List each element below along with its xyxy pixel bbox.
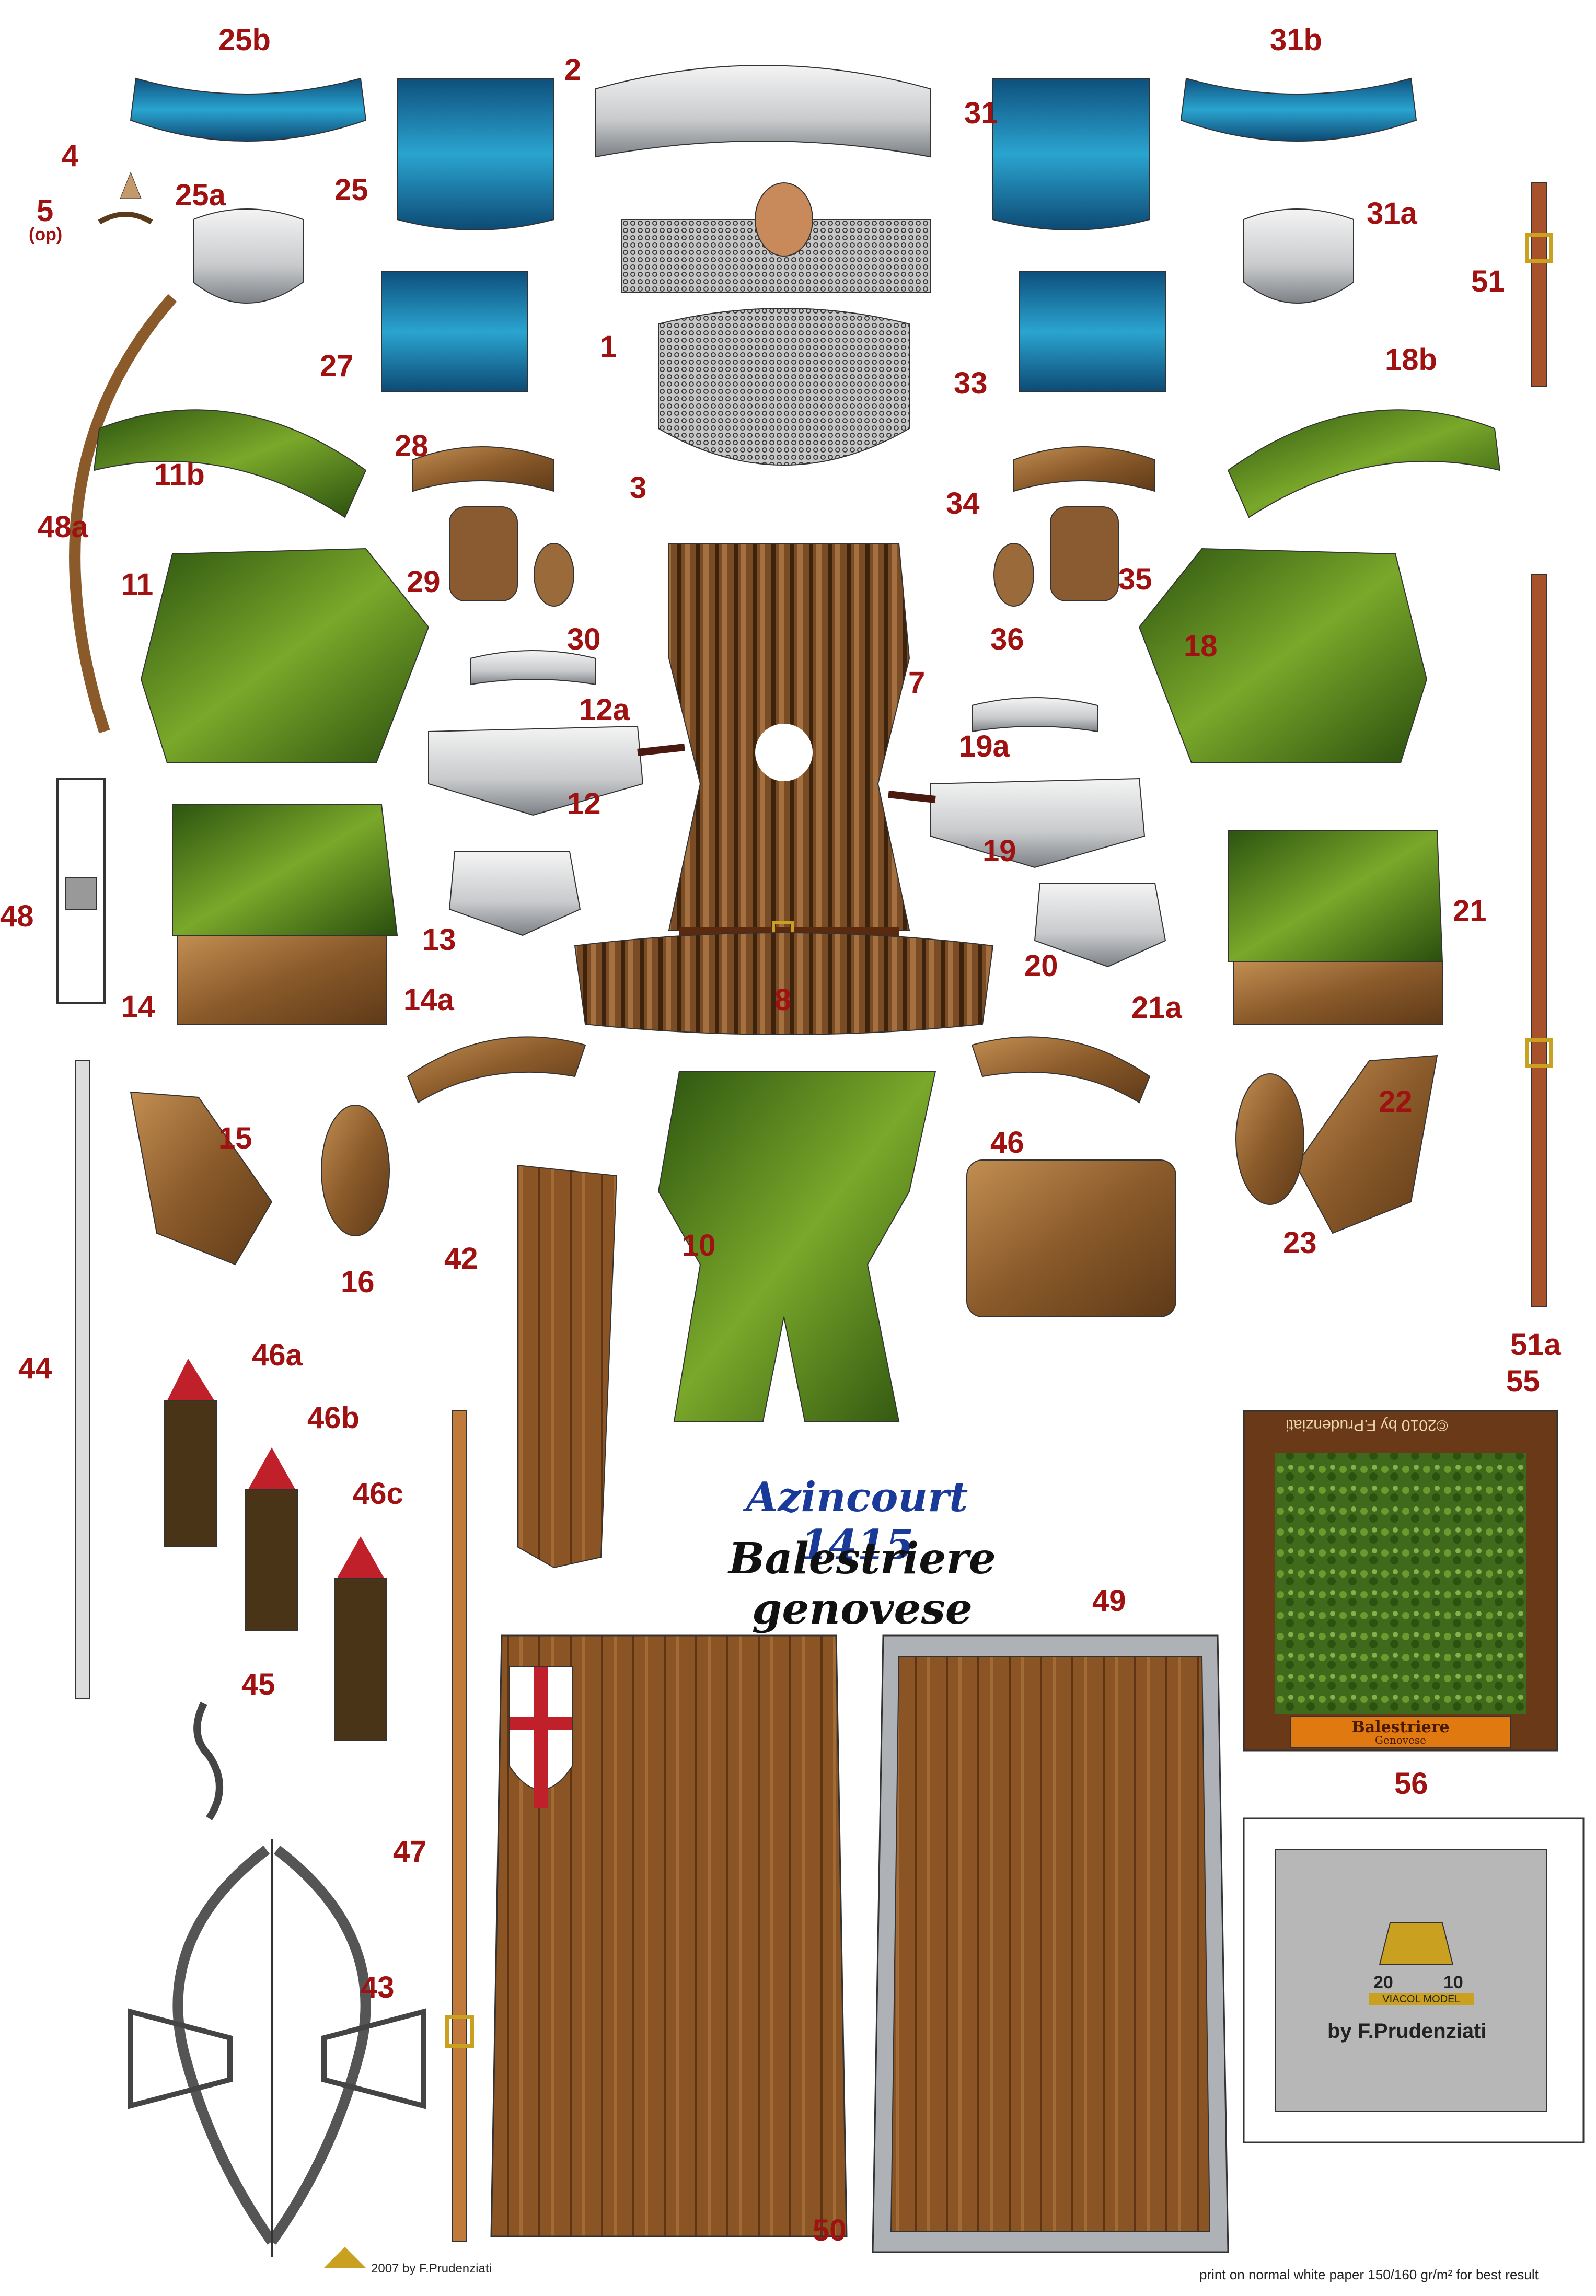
- part-label-31: 31: [964, 96, 998, 130]
- part-label-1: 1: [600, 330, 617, 364]
- part-label-30: 30: [567, 622, 601, 656]
- part-label-43: 43: [361, 1970, 395, 2004]
- part-label-20: 20: [1024, 949, 1058, 983]
- part-label-42: 42: [444, 1242, 478, 1275]
- part-label-23: 23: [1283, 1226, 1317, 1260]
- part-label-29: 29: [407, 565, 441, 599]
- part-label-19a: 19a: [959, 729, 1010, 763]
- part-label-14a: 14a: [403, 983, 454, 1017]
- part-label-34: 34: [946, 486, 980, 520]
- part-label-33: 33: [954, 366, 988, 400]
- part-label-21: 21: [1453, 894, 1487, 928]
- part-label-48: 48: [0, 899, 34, 933]
- part-label-46b: 46b: [307, 1401, 360, 1435]
- logo-year-right: 10: [1443, 1973, 1463, 1992]
- part-label-31a: 31a: [1367, 196, 1417, 230]
- part-label-11b: 11b: [154, 458, 205, 492]
- part-label-5: 5: [37, 194, 54, 228]
- part-label-55: 55: [1506, 1364, 1540, 1398]
- part-label-51: 51: [1471, 264, 1505, 298]
- part-label-2: 2: [564, 53, 582, 87]
- part-label-49: 49: [1092, 1584, 1126, 1618]
- part-label-18: 18: [1184, 629, 1218, 663]
- part-label-10: 10: [682, 1228, 716, 1262]
- part-label-51a: 51a: [1510, 1328, 1561, 1362]
- part-label-4: 4: [62, 139, 79, 173]
- part-label-8: 8: [774, 983, 792, 1017]
- part-label-15: 15: [218, 1121, 252, 1155]
- part-label-48a: 48a: [38, 510, 88, 544]
- part-label-21a: 21a: [1131, 991, 1182, 1025]
- sheet-title: Azincourt 1415: [746, 1474, 968, 1569]
- part-label-14: 14: [121, 990, 155, 1024]
- part-label-56: 56: [1394, 1767, 1428, 1801]
- part-label-25: 25: [334, 173, 368, 207]
- part-label-5-op: (op): [29, 225, 63, 245]
- part-label-3: 3: [630, 471, 647, 505]
- part-label-35: 35: [1118, 562, 1152, 596]
- part-label-22: 22: [1379, 1085, 1413, 1119]
- part-label-47: 47: [393, 1835, 427, 1869]
- author-credit: by F.Prudenziati: [1327, 2020, 1487, 2043]
- part-label-36: 36: [990, 622, 1024, 656]
- part-label-46c: 46c: [353, 1477, 403, 1511]
- print-note: print on normal white paper 150/160 gr/m…: [1199, 2267, 1539, 2282]
- part-label-44: 44: [18, 1351, 52, 1385]
- part-label-18b: 18b: [1385, 343, 1437, 377]
- part-label-16: 16: [341, 1265, 375, 1299]
- part-label-31b: 31b: [1270, 23, 1322, 57]
- part-label-12: 12: [567, 787, 601, 821]
- part-label-25b: 25b: [218, 23, 271, 57]
- part-label-46: 46: [990, 1126, 1024, 1159]
- part-label-27: 27: [320, 349, 354, 383]
- part-label-12a: 12a: [579, 693, 630, 727]
- part-label-28: 28: [395, 429, 429, 463]
- copyright-note: 2007 by F.Prudenziati: [371, 2262, 492, 2276]
- part-label-13: 13: [422, 923, 456, 957]
- base-top-text: ©2010 by F.Prudenziati: [1286, 1417, 1448, 1434]
- part-label-25a: 25a: [175, 178, 226, 212]
- part-label-7: 7: [908, 666, 926, 700]
- part-label-19: 19: [982, 834, 1016, 868]
- part-label-45: 45: [241, 1667, 275, 1701]
- base-plaque-title: Balestriere: [1351, 1718, 1450, 1736]
- base-plaque-subtitle: Genovese: [1375, 1734, 1426, 1746]
- part-label-46a: 46a: [252, 1338, 303, 1372]
- logo-year-left: 20: [1373, 1973, 1393, 1992]
- part-label-11: 11: [121, 567, 154, 601]
- part-label-50: 50: [813, 2213, 847, 2247]
- sheet-subtitle: Balestriere genovese: [728, 1534, 996, 1634]
- logo-strip: VIACOL MODEL: [1369, 1993, 1474, 2005]
